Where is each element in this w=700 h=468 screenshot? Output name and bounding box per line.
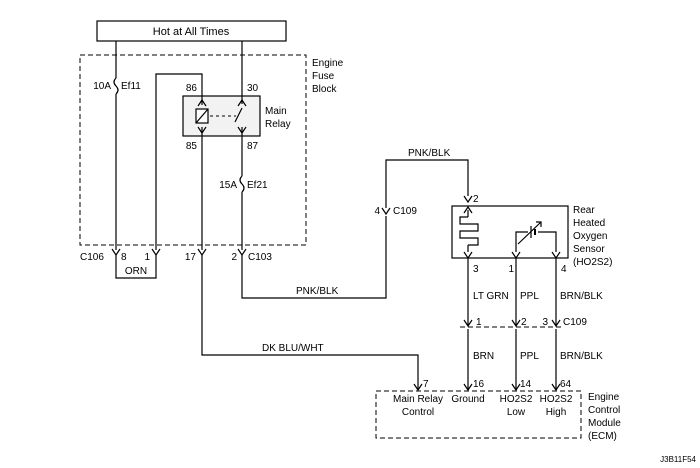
pnk-blk-bottom-label: PNK/BLK [296,286,339,297]
ecm-term7-line1: Main Relay [393,394,443,405]
wire-c103-to-c109 [241,216,387,299]
ecm-pin64-arrow [551,383,561,392]
wire-dk-blu-wht [201,255,419,390]
fuse-ef21-symbol [239,175,245,193]
ecm-term64-line2: High [546,407,567,418]
dk-blu-wht-label: DK BLU/WHT [262,343,324,354]
ecm-term64-line1: HO2S2 [540,394,573,405]
main-relay-label-2: Relay [265,119,291,130]
pnk-blk-top-label: PNK/BLK [408,148,451,159]
sensor-pin1-label: 1 [508,264,514,275]
fuse-block-title-3: Block [312,84,337,95]
sensor-label-2: Heated [573,218,605,229]
wire-c109-to-sensor [385,159,469,208]
c103-pin2-label: 2 [231,252,237,263]
ecm-pin7-label: 7 [423,379,429,390]
fuse-block-title-2: Fuse [312,71,335,82]
ppl-top-label: PPL [520,291,539,302]
fuse-block-title-1: Engine [312,58,344,69]
fuse-ef11-symbol [113,77,119,95]
main-relay-box [182,95,261,137]
heater-arrow-top [463,205,473,214]
ecm-title-1: Engine [588,392,620,403]
c103-label: C103 [248,252,272,263]
orn-wire-label: ORN [125,266,147,277]
pin17-label: 17 [185,252,197,263]
sensor-cell-arrow [517,221,542,245]
lt-grn-label: LT GRN [473,291,509,302]
ecm-term14-line2: Low [507,407,526,418]
c109-bottom-label: C109 [563,317,587,328]
ecm-pin14-arrow [511,383,521,392]
relay-pin-86: 86 [186,83,198,94]
heater-element [459,216,479,246]
fuse-ef11-id: Ef11 [121,81,141,92]
wire-c106-pin1-to-relay86 [155,73,203,250]
sensor-cell-wire-right [538,231,557,252]
main-relay-label-1: Main [265,106,287,117]
ecm-pin16-arrow [463,383,473,392]
brn-blk-top-label: BRN/BLK [560,291,603,302]
relay-coil-arrow-up [197,98,207,107]
c109-b-pin2-label: 2 [521,317,527,328]
c106-pin8-label: 8 [121,252,127,263]
ecm-title-4: (ECM) [588,431,617,442]
relay-pin-30: 30 [247,83,259,94]
ecm-pin7-arrow [413,383,423,392]
connector-c109-b-pin2 [511,319,521,328]
sensor-cell-arrowhead [536,221,542,227]
brn-blk-bottom-label: BRN/BLK [560,351,603,362]
ecm-pin16-label: 16 [473,379,485,390]
c109-pin4-label: 4 [374,206,380,217]
relay-switch-blade [234,107,243,123]
ecm-term7-line2: Control [402,407,434,418]
connector-c109-b-pin1 [463,319,473,328]
c109-b-pin1-label: 1 [476,317,482,328]
c106-label: C106 [80,252,104,263]
brn-label: BRN [473,351,494,362]
sensor-label-4: Sensor [573,244,605,255]
fuse-block-box [79,54,307,246]
ecm-pin64-label: 64 [560,379,572,390]
ecm-pin14-label: 14 [520,379,532,390]
ecm-box [375,390,582,439]
c109-b-pin3-label: 3 [542,317,548,328]
c106-pin1-label: 1 [144,252,150,263]
sensor-label-1: Rear [573,205,595,216]
fuse-ef21-rating: 15A [219,180,237,191]
orn-jumper-loop [115,255,157,279]
figure-id: J3B11F54 [660,455,696,464]
fuse-ef21-id: Ef21 [247,180,268,191]
relay-pin-85: 85 [186,141,198,152]
hot-at-all-times-label: Hot at All Times [153,26,230,38]
sensor-label-3: Oxygen [573,231,607,242]
ecm-title-3: Module [588,418,621,429]
connector-sensor-pin2 [463,195,473,204]
ecm-term14-line1: HO2S2 [500,394,533,405]
relay-switch-arrow-up [237,98,247,107]
sensor-pin2-label: 2 [473,194,479,205]
sensor-label-5: (HO2S2) [573,257,612,268]
c109-top-label: C109 [393,206,417,217]
connector-c109-pin4 [381,207,391,216]
ecm-term16: Ground [451,394,484,405]
connector-c109-b-pin3 [551,319,561,328]
ecm-title-2: Control [588,405,620,416]
hot-at-all-times-bar [96,20,287,42]
sensor-cell-wire [515,231,528,252]
relay-coil-slash [195,108,209,124]
ppl-bottom-label: PPL [520,351,539,362]
sensor-pin4-label: 4 [561,264,567,275]
relay-pin-87: 87 [247,141,259,152]
sensor-pin3-label: 3 [473,264,479,275]
fuse-ef11-rating: 10A [93,81,111,92]
